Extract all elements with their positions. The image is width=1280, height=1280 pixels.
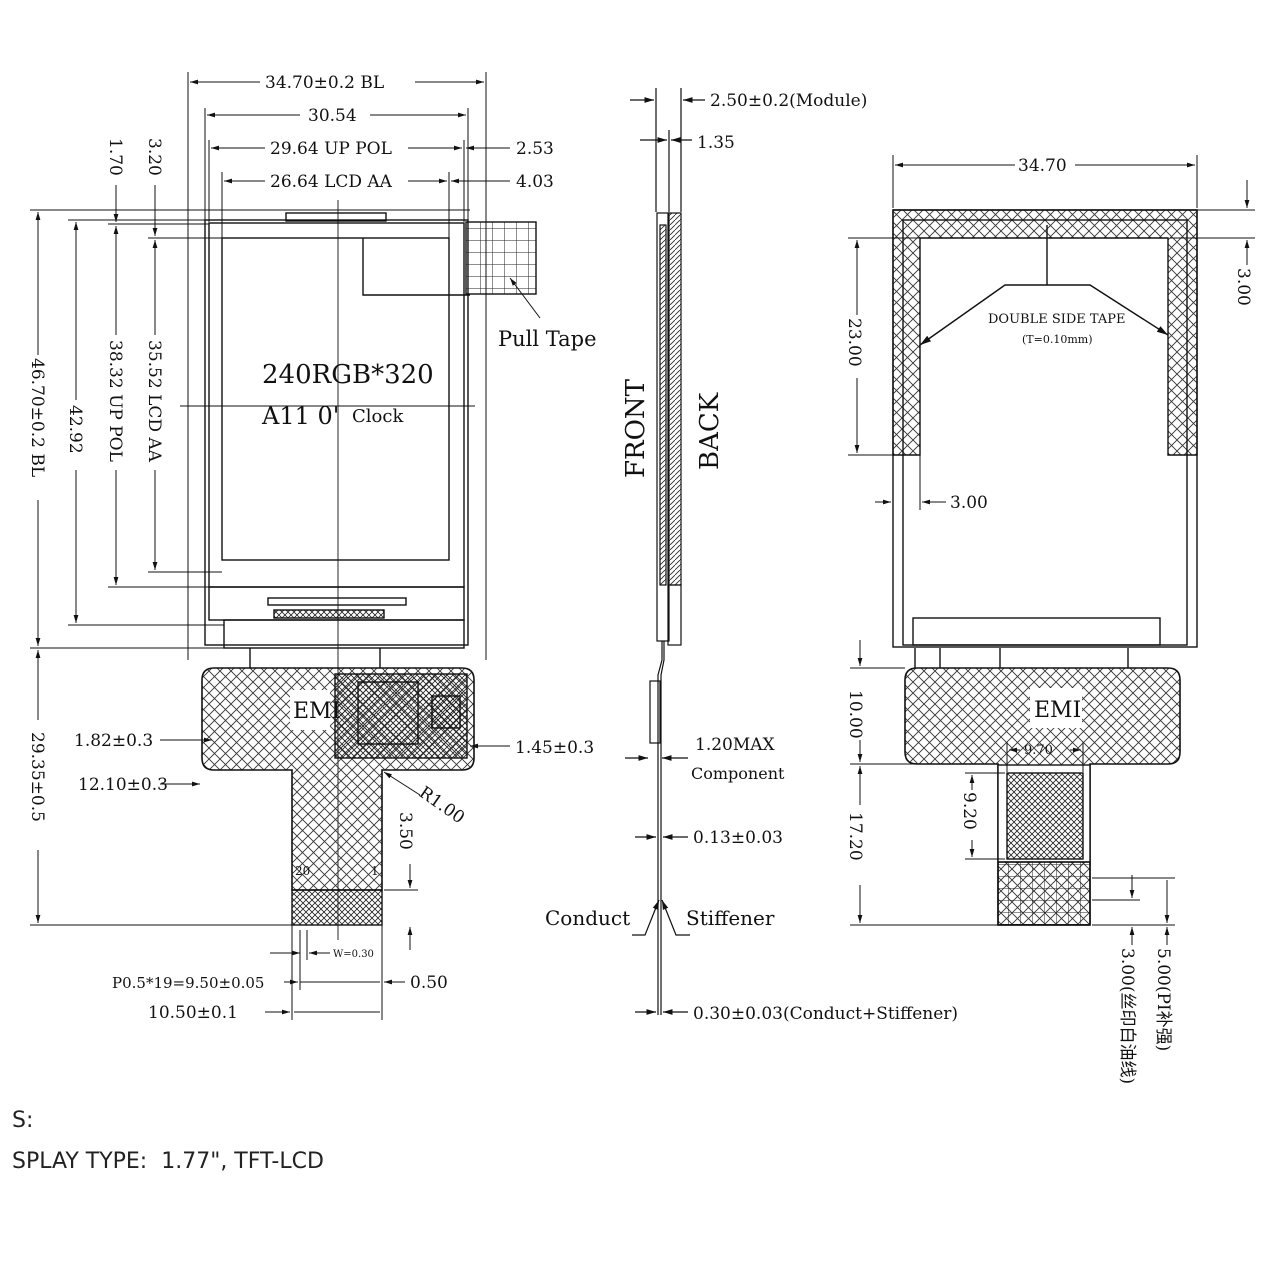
back-outline [892, 209, 1198, 648]
viewing-direction-clock: Clock [352, 406, 404, 427]
dim-width-3054: 30.54 [308, 106, 357, 126]
back-emi-height: 10.00 [845, 690, 865, 739]
viewing-direction-label: A11 0' [261, 402, 339, 430]
pin-pitch-label: P0.5*19=9.50±0.05 [112, 974, 264, 992]
back-emi-label: EMI [1034, 698, 1081, 723]
front-view [180, 200, 537, 940]
lcd-active-area [221, 237, 450, 561]
back-tail-height: 17.20 [845, 812, 865, 861]
dim-height-bl: 46.70±0.2 BL [27, 358, 47, 477]
back-labels: 34.70 3.00 23.00 3.00 DOUBLE SIDE TAPE (… [844, 156, 1253, 1084]
back-tape-width: 3.00 [950, 493, 988, 513]
dim-fpc-182: 1.82±0.3 [74, 731, 153, 751]
dim-tail-width: 10.50±0.1 [148, 1003, 238, 1023]
dim-top-170: 1.70 [105, 138, 125, 176]
side-backlight [667, 212, 682, 586]
resolution-label: 240RGB*320 [262, 360, 434, 390]
pull-tape-label: Pull Tape [498, 327, 597, 351]
silk-line-height: 3.00(丝印白油线) [1117, 948, 1137, 1084]
stiffener-height: 9.20 [959, 792, 979, 830]
pin-20-label: 20 [295, 864, 310, 878]
module-thickness: 2.50±0.2(Module) [710, 91, 867, 111]
side-component [649, 680, 661, 744]
backlight-outline [204, 219, 469, 646]
driver-ic-strip [267, 597, 407, 606]
tape-thickness: (T=0.10mm) [1022, 333, 1093, 346]
dim-fpc-350: 3.50 [395, 812, 415, 850]
front-label: FRONT [621, 378, 651, 478]
dim-width-up-pol: 29.64 UP POL [270, 139, 392, 159]
dim-width-lcd-aa: 26.64 LCD AA [270, 172, 393, 192]
back-label: BACK [695, 392, 725, 470]
emi-label: EMI [293, 699, 340, 724]
stiffener-width: 9.70 [1024, 743, 1053, 758]
stiffener-label: Stiffener [686, 906, 775, 930]
display-type: SPLAY TYPE: 1.77", TFT-LCD [12, 1149, 324, 1174]
back-dimensions [848, 155, 1255, 945]
glass-thickness: 1.35 [697, 133, 735, 153]
dim-height-4292: 42.92 [65, 405, 85, 454]
pull-tape [465, 221, 537, 295]
dim-fpc-radius: R1.00 [415, 783, 468, 828]
tape-label: DOUBLE SIDE TAPE [988, 312, 1126, 327]
driver-ic [273, 609, 385, 619]
dim-height-up-pol: 38.32 UP POL [105, 340, 125, 462]
dim-fpc-total: 29.35±0.5 [27, 732, 47, 822]
back-view [892, 209, 1198, 926]
top-tab [285, 212, 387, 222]
dim-side-403: 4.03 [516, 172, 554, 192]
pin-width-label: W=0.30 [333, 949, 374, 960]
side-view [625, 88, 705, 1015]
component-label: Component [691, 764, 785, 783]
dim-fpc-145: 1.45±0.3 [515, 738, 594, 758]
stiffener-thickness: 0.30±0.03(Conduct+Stiffener) [693, 1004, 958, 1024]
dim-top-320: 3.20 [144, 138, 164, 176]
dim-side-253: 2.53 [516, 139, 554, 159]
conduct-label: Conduct [545, 906, 630, 930]
back-tape-height: 23.00 [844, 318, 864, 367]
front-labels: 34.70±0.2 BL 30.54 29.64 UP POL 26.64 LC… [27, 73, 597, 1023]
back-width: 34.70 [1018, 156, 1067, 176]
pin-1-label: 1 [371, 864, 379, 878]
front-dimensions [30, 72, 541, 1020]
back-top-tape: 3.00 [1233, 268, 1253, 306]
component-height: 1.20MAX [695, 735, 776, 755]
side-labels: 2.50±0.2(Module) 1.35 FRONT BACK 1.20MAX… [545, 91, 958, 1024]
fpc-thickness: 0.13±0.03 [693, 828, 783, 848]
emi-label-box [290, 690, 330, 730]
dim-fpc-1210: 12.10±0.3 [78, 775, 168, 795]
footer-prefix: S: [12, 1108, 34, 1133]
fpc-pin-area [291, 889, 383, 926]
back-emi-label-box [1030, 688, 1082, 728]
dim-pad-050: 0.50 [410, 973, 448, 993]
dim-width-bl: 34.70±0.2 BL [265, 73, 384, 93]
dim-height-lcd-aa: 35.52 LCD AA [144, 340, 164, 463]
pi-stiffener-height: 5.00(PI补强) [1153, 948, 1173, 1051]
back-pin-pi [997, 861, 1091, 926]
